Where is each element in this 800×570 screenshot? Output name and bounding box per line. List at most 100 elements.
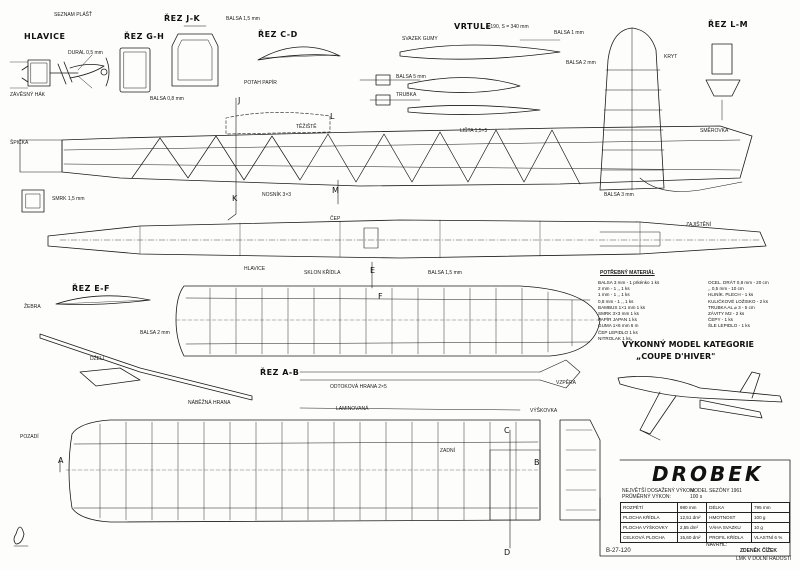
note-svazek: SVAZEK GUMY: [402, 36, 438, 42]
material-item: OCEL. DRÁT 0,8 mm - 20 cm: [708, 280, 769, 285]
material-item: BALSA 3 mm - 1 prkénko 1 ks: [598, 280, 660, 285]
table-cell: 2,55 dm²: [676, 522, 708, 533]
note-spicka: ŠPIČKA: [10, 140, 29, 146]
model-name: DROBEK: [652, 462, 764, 486]
material-item: 1 mm - 1 ,, 1 ks: [598, 292, 630, 298]
top-label: SEZNAM PLÁŠŤ: [54, 12, 93, 18]
table-cell: PLOCHA VÝŠKOVKY: [620, 522, 678, 533]
material-item: 0,8 mm - 1 ,, 1 ks: [598, 298, 634, 304]
note-hlavice-bar: HLAVICE: [244, 266, 266, 272]
nose-block-detail: [9, 54, 110, 89]
table-cell: ROZPĚTÍ: [620, 502, 678, 513]
table-cell: VÁHA SVAZKU: [706, 522, 752, 533]
fuselage-side-view: [19, 112, 753, 213]
note-sklon: SKLON KŘÍDLA: [304, 270, 341, 276]
section-cd-airfoil: [257, 46, 341, 61]
section-gh: [119, 47, 151, 93]
note-teziste: TĚŽIŠTĚ: [296, 124, 317, 130]
table-cell: 795 mm: [750, 502, 791, 513]
marker-b: B: [534, 458, 540, 467]
table-cell: DÉLKA: [706, 502, 752, 513]
note-hook: ZÁVĚSNÝ HÁK: [10, 92, 46, 98]
note-vyskovka: VÝŠKOVKA: [530, 408, 558, 414]
marker-l: L: [330, 112, 335, 121]
note-balsa-5: BALSA 5 mm: [396, 74, 426, 80]
note-smrk: SMRK 1,5 mm: [52, 196, 85, 202]
section-cd-title: ŘEZ C-D: [258, 30, 298, 39]
materials-right: OCEL. DRÁT 0,8 mm - 20 cm ,, 0,5 mm - 10…: [708, 280, 769, 330]
section-hlavice-title: HLAVICE: [24, 32, 66, 41]
vertical-fin: [599, 27, 665, 191]
fuselage-top-view: [47, 219, 767, 259]
wing-dihedral-view: [39, 333, 581, 411]
marker-j: J: [238, 96, 241, 105]
club-name: LMK V DOLNÍ RADOSTÍ: [736, 556, 792, 562]
avg-result-label: PRŮMĚRNÝ VÝKON:: [622, 494, 671, 500]
category-line-1: VÝKONNÝ MODEL KATEGORIE: [622, 340, 755, 349]
note-balsa-2-fin: BALSA 2 mm: [566, 60, 596, 66]
table-cell: CELKOVÁ PLOCHA: [620, 532, 678, 543]
propeller-drawing: [359, 39, 561, 115]
note-cep: ČEP: [330, 216, 341, 222]
section-jk-title: ŘEZ J-K: [164, 14, 201, 23]
wing-right-half-plan: [175, 285, 601, 357]
table-cell: 10 g: [750, 522, 791, 533]
plan-number: B-27-120: [606, 548, 631, 554]
note-pozadi: POZADÍ: [20, 434, 39, 440]
note-lista: LIŠTA 1,5×5: [460, 128, 488, 134]
marker-c: C: [504, 426, 510, 435]
stabilizer-detail: [559, 419, 601, 521]
avg-result-value: 100 s: [690, 494, 703, 500]
section-ef-title: ŘEZ E-F: [72, 284, 110, 293]
note-smerovka: SMĚROVKA: [700, 128, 729, 134]
table-row: PLOCHA VÝŠKOVKY 2,55 dm² VÁHA SVAZKU 10 …: [620, 522, 791, 533]
marker-k: K: [232, 194, 238, 203]
section-jk: [171, 25, 219, 87]
material-item: ŠLE LEPIDLO - 1 ks: [708, 323, 750, 329]
material-item: HLINÍK. PLECH - 1 ks: [708, 292, 754, 298]
title-block-frame: [599, 459, 791, 557]
table-cell: 15,60 dm²: [676, 532, 708, 543]
material-item: GUMA 1×6 mm 6 m: [598, 323, 639, 329]
section-ab-title: ŘEZ A-B: [260, 368, 300, 377]
table-row: ROZPĚTÍ 980 mm DÉLKA 795 mm: [620, 502, 791, 513]
section-gh-title: ŘEZ G-H: [124, 32, 165, 41]
table-row: PLOCHA KŘÍDLA 12,51 dm² HMOTNOST 100 g: [620, 512, 791, 523]
material-item: ČEPY - 1 ks: [708, 317, 733, 323]
category-line-2: „COUPE D'HIVER": [636, 352, 716, 361]
marker-a: A: [58, 456, 64, 465]
note-trubka: TRUBKA: [396, 92, 417, 98]
best-result-label: NEJVĚTŠÍ DOSAŽENÝ VÝKON:: [622, 488, 696, 494]
note-balsa-2-wing: BALSA 2 mm: [140, 330, 170, 336]
section-lm: [705, 43, 741, 121]
table-cell: HMOTNOST: [706, 512, 752, 523]
note-nosnik: NOSNÍK 3×3: [262, 192, 292, 198]
table-cell: 980 mm: [676, 502, 708, 513]
material-item: SMRK 3×3 mm 1 ks: [598, 311, 639, 317]
table-cell: PLOCHA KŘÍDLA: [620, 512, 678, 523]
note-dural: DURAL 0,5 mm: [68, 50, 103, 56]
section-ef: [55, 295, 151, 305]
material-item: NITROLAK 1 ks: [598, 335, 631, 341]
note-balsa-15-top: BALSA 1,5 mm: [226, 16, 260, 22]
materials-left: BALSA 3 mm - 1 prkénko 1 ks 2 mm - 1 ,, …: [598, 280, 659, 342]
material-item: BAMBUS 1×1 mm 1 ks: [598, 304, 646, 310]
designer-label: NAVRHL:: [706, 542, 728, 548]
note-laminovana: LAMINOVANÁ: [336, 406, 369, 412]
note-dzeli: DŽELI: [90, 356, 105, 362]
section-lm-title: ŘEZ L-M: [708, 20, 749, 29]
note-balsa-3-fin: BALSA 3 mm: [604, 192, 634, 198]
marker-f: F: [378, 292, 383, 301]
material-item: PAPÍR JAPAN 1 ks: [598, 317, 637, 323]
table-cell: PROFIL KŘÍDLA: [706, 532, 752, 543]
section-cut-lines: [59, 97, 511, 549]
material-item: ,, 0,5 mm - 10 cm: [708, 286, 744, 292]
note-zajisteni: ZAJIŠTĚNÍ: [686, 222, 712, 228]
wing-lower-plan: [65, 419, 541, 523]
material-item: ČEP LEPIDLO 1 ks: [598, 329, 638, 335]
marker-e: E: [370, 266, 376, 275]
note-hrana: NÁBĚŽNÁ HRANA: [188, 400, 231, 406]
material-item: ZÁVITY M2 - 2 ks: [708, 311, 745, 317]
